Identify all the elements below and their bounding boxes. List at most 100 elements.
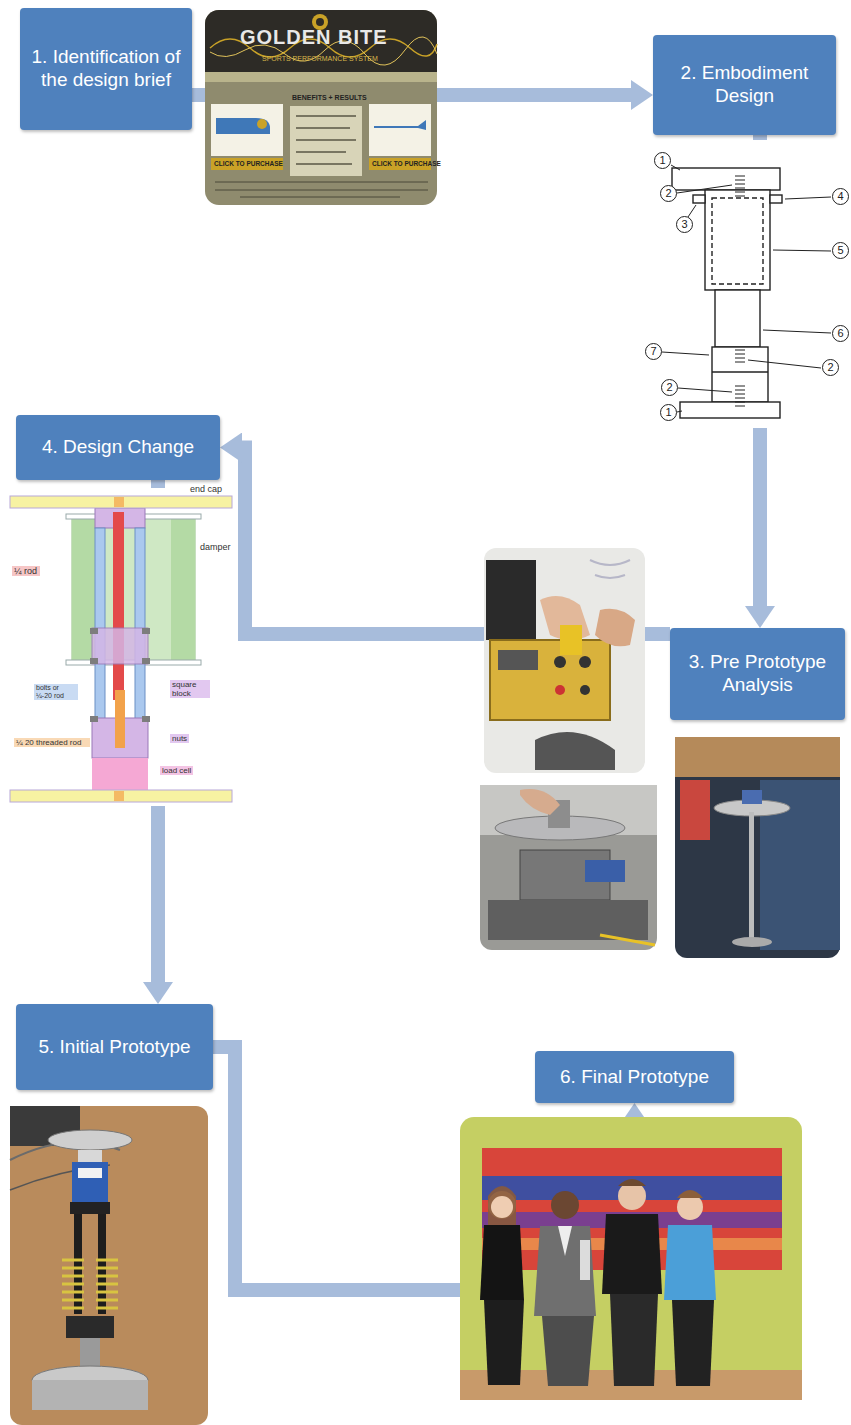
leader-lines-part: [677, 185, 732, 193]
lab-photo-electronics-part: [580, 685, 590, 695]
leader-lines-part: [662, 352, 709, 355]
design-change-drawing-part-part: [90, 716, 98, 722]
final-prototype-photo-part: [618, 1182, 646, 1210]
callout-number: 7: [645, 343, 662, 360]
lab-photo-electronics-part: [535, 732, 615, 770]
final-prototype-photo-part: [580, 1240, 590, 1280]
step-title: 2. Embodiment Design: [663, 62, 826, 108]
final-prototype-photo-part: [677, 1190, 703, 1198]
final-prototype-photo-part: [602, 1214, 662, 1294]
design-change-drawing-part: [114, 791, 124, 801]
callout-number: 2: [661, 379, 678, 396]
final-prototype-photo-part: [551, 1191, 579, 1219]
poster-image-part: [215, 182, 428, 197]
poster-image-part: [257, 119, 267, 129]
embodiment-drawing-part: [640, 140, 851, 428]
final-prototype-photo-part: [610, 1294, 658, 1386]
callout-number: 2: [822, 359, 839, 376]
lab-photo-stand-part: [749, 812, 754, 940]
poster-image-part-part: [215, 182, 428, 183]
design-change-drawing-part: [72, 515, 195, 663]
design-change-drawing-part: [113, 512, 124, 700]
part-label: square block: [170, 680, 210, 698]
initial-prototype-photo-part: [80, 1338, 100, 1368]
poster-button: CLICK TO PURCHASE: [214, 160, 283, 167]
poster-subtitle: SPORTS PERFORMANCE SYSTEM: [262, 55, 378, 63]
design-change-drawing-part: [8, 488, 236, 806]
step-title: 4. Design Change: [42, 436, 194, 459]
process-box: 6. Final Prototype: [535, 1051, 734, 1103]
lab-photo-loadcell-part: [520, 789, 560, 815]
part-label: nuts: [170, 734, 189, 743]
embodiment-drawing-part: [712, 371, 768, 372]
lab-photo-electronics: [484, 548, 645, 773]
design-change-drawing-part-part: [142, 628, 150, 634]
design-change-drawing-part: [10, 496, 232, 508]
leader-lines-part: [678, 388, 732, 392]
embodiment-drawing-part: [693, 195, 705, 203]
callout-number: 6: [832, 325, 849, 342]
embodiment-drawing-part: [672, 168, 780, 190]
lab-photo-stand-part: [675, 737, 840, 958]
callout-number: 5: [832, 242, 849, 259]
initial-prototype-photo-part: [78, 1168, 102, 1178]
lab-photo-electronics-part: [554, 656, 566, 668]
leader-lines-part: [677, 411, 682, 412]
design-change-drawing-part: [171, 515, 195, 663]
poster-image-part: [290, 106, 362, 176]
lab-photo-loadcell-part: [600, 935, 655, 945]
step-title: 5. Initial Prototype: [38, 1036, 190, 1059]
process-box: 3. Pre Prototype Analysis: [670, 628, 845, 720]
design-change-drawing-part-part: [142, 716, 150, 722]
final-prototype-photo-part: [672, 1300, 714, 1386]
design-change-drawing-part-part: [90, 628, 98, 634]
embodiment-drawing-part: [770, 195, 782, 203]
leader-lines-part: [763, 330, 831, 333]
poster-image-part-part: [296, 115, 356, 117]
process-box: 4. Design Change: [16, 415, 220, 480]
lab-photo-electronics-part: [484, 548, 645, 773]
lab-photo-loadcell-part: [585, 860, 625, 882]
callout-number: 1: [654, 152, 671, 169]
process-box: 2. Embodiment Design: [653, 35, 836, 135]
poster-image-part-part: [215, 190, 428, 191]
design-change-drawing-part: [92, 758, 148, 790]
poster-image-part-part: [296, 151, 346, 153]
leader-lines-part: [773, 250, 831, 251]
initial-prototype-photo-part: [32, 1380, 148, 1410]
poster-image-part-part: [296, 127, 350, 129]
leader-lines-part: [748, 360, 821, 368]
part-label: end cap: [188, 484, 224, 494]
final-prototype-photo-part: [491, 1196, 513, 1218]
lab-photo-stand-part: [680, 780, 710, 840]
initial-prototype-photo-part: [48, 1130, 132, 1150]
initial-prototype-photo-part: [78, 1150, 102, 1162]
callout-number: 2: [660, 185, 677, 202]
poster-image-part-part: [240, 197, 400, 198]
callout-number: 3: [676, 216, 693, 233]
poster-image-part: [211, 104, 283, 156]
final-prototype-photo: [460, 1117, 802, 1400]
poster-title: GOLDEN BITE: [240, 26, 388, 49]
design-change-drawing-part: [90, 628, 150, 722]
initial-prototype-photo-part: [70, 1202, 110, 1214]
poster-image-part: [205, 72, 437, 82]
final-prototype-photo-part: [558, 1226, 572, 1256]
embodiment-drawing-part: [705, 190, 770, 290]
callout-number: 1: [660, 404, 677, 421]
embodiment-drawing-part: [712, 198, 763, 284]
lab-photo-electronics-part: [555, 685, 565, 695]
poster-image-part-part: [296, 163, 352, 165]
initial-prototype-photo-part: [10, 1106, 208, 1425]
poster-image-part: [369, 104, 431, 156]
lab-photo-loadcell-part: [480, 785, 657, 950]
initial-prototype-photo-part-part: [62, 1260, 84, 1308]
process-box: 1. Identification of the design brief: [20, 8, 192, 130]
lab-photo-electronics-part: [579, 656, 591, 668]
lab-photo-electronics-part: [486, 560, 536, 640]
poster-image-part: [205, 10, 437, 205]
design-change-drawing-part: [10, 790, 232, 802]
poster-image-part: [374, 120, 426, 130]
embodiment-drawing-part-part: [735, 176, 745, 196]
